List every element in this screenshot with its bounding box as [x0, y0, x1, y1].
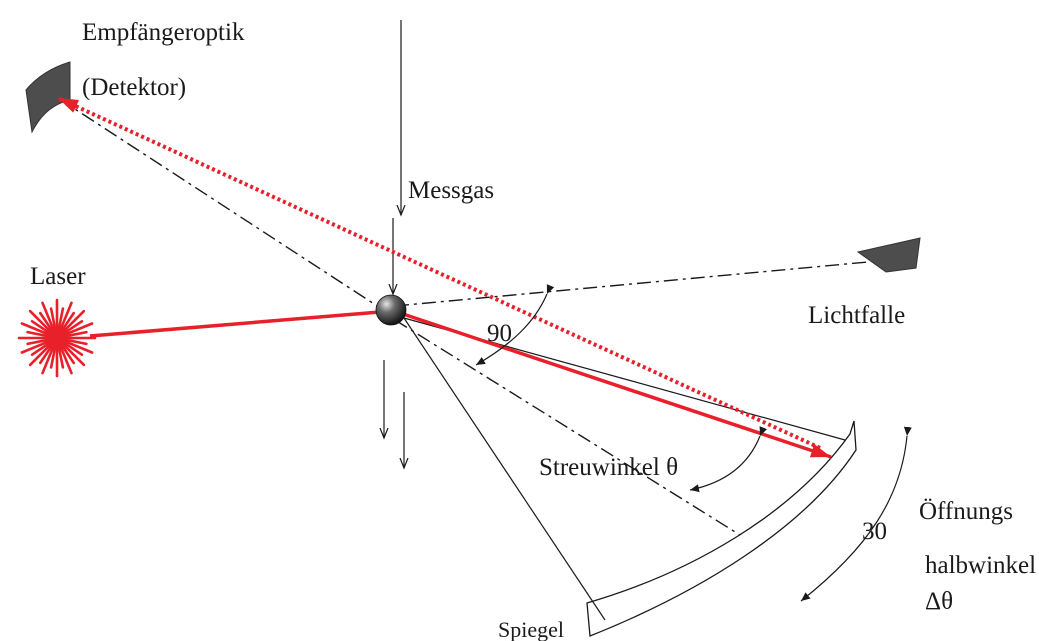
particle-sphere-icon — [375, 294, 407, 326]
light-trap-icon — [856, 237, 921, 273]
mirror-axis-line — [394, 319, 741, 536]
laser-ray — [60, 319, 84, 337]
laser-ray — [30, 319, 54, 337]
laser-label: Laser — [30, 263, 86, 290]
scattered-beam — [402, 312, 832, 459]
reflected-beam — [57, 96, 821, 450]
laser-ray — [49, 307, 58, 334]
laser-ray — [28, 340, 55, 367]
laser-beam — [89, 310, 381, 338]
laser-ray — [41, 342, 57, 375]
laser-ray — [61, 330, 88, 339]
laser-ray — [58, 341, 75, 365]
laser-ray — [30, 339, 54, 357]
detector-axis-line — [57, 97, 389, 314]
laser-ray — [60, 339, 84, 357]
laser-core — [48, 329, 66, 347]
laser-ray — [57, 342, 73, 375]
angle-30-label: 30 — [862, 518, 887, 545]
laser-ray — [28, 309, 55, 336]
laser-ray — [59, 309, 86, 336]
laser-burst-icon — [17, 298, 97, 378]
laser-ray — [56, 307, 65, 334]
detector-label: (Detektor) — [82, 74, 186, 101]
aperture-angle-arc — [800, 426, 912, 602]
laser-ray — [61, 337, 88, 346]
laser-ray — [61, 322, 94, 338]
aperture-label-line3: Δθ — [925, 588, 953, 615]
light-trap-label: Lichtfalle — [808, 302, 905, 329]
detector-optic-icon — [25, 61, 71, 134]
mirror-cone-lower-line — [403, 317, 606, 621]
scatter-angle-label: Streuwinkel θ — [539, 454, 678, 481]
laser-ray — [56, 342, 65, 369]
laser-ray — [58, 311, 75, 335]
laser-ray — [59, 340, 86, 367]
laser-ray — [20, 322, 53, 338]
laser-ray — [38, 341, 56, 365]
laser-ray — [20, 338, 53, 354]
laser-ray — [57, 301, 73, 334]
angle-90-arc — [475, 284, 555, 366]
laser-ray — [49, 342, 58, 369]
laser-ray — [26, 337, 53, 346]
laser-ray — [38, 311, 56, 335]
light-trap-axis-line — [394, 261, 869, 307]
aperture-label-line2: halbwinkel — [925, 552, 1036, 579]
scatter-angle-arc — [689, 426, 768, 493]
angle-90-label: 90 — [487, 320, 512, 347]
laser-ray — [26, 330, 53, 339]
laser-ray — [61, 338, 94, 354]
receiver-optics-label: Empfängeroptik — [82, 19, 245, 46]
aperture-label-line1: Öffnungs — [919, 498, 1013, 525]
mirror-label: Spiegel — [498, 617, 564, 641]
sample-gas-label: Messgas — [408, 177, 494, 204]
laser-ray — [41, 301, 57, 334]
